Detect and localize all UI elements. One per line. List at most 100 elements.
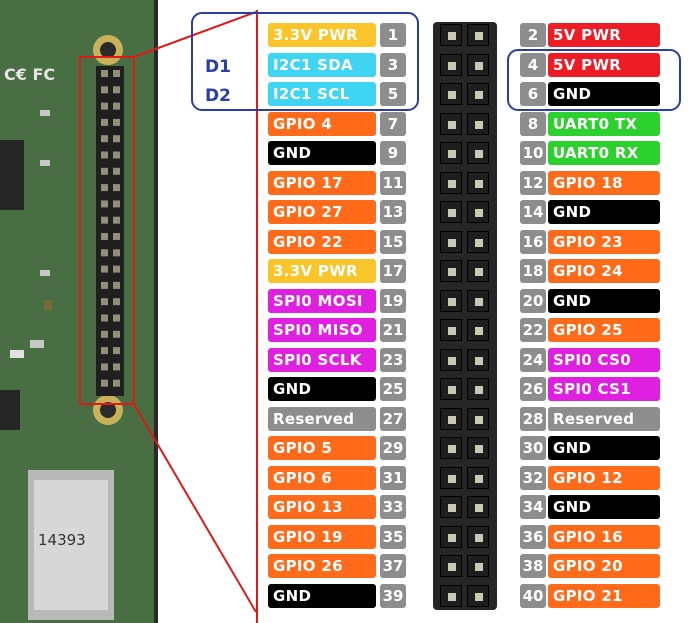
- header-pin-contact: [475, 239, 483, 247]
- header-pin-20: [467, 290, 489, 312]
- board-header-pin: [101, 200, 108, 208]
- pin-16-number: 16: [520, 230, 546, 254]
- pin-16-label: GPIO 23: [548, 230, 660, 254]
- pin-1-number: 1: [380, 23, 406, 47]
- pin-8-number: 8: [520, 112, 546, 136]
- header-pin-30: [467, 437, 489, 459]
- pin-12-number: 12: [520, 171, 546, 195]
- board-header-pin: [113, 363, 120, 371]
- header-pin-39: [440, 585, 462, 607]
- header-pin-contact: [475, 386, 483, 394]
- pin-14-number: 14: [520, 200, 546, 224]
- board-header-pin: [113, 184, 120, 192]
- pin-37-label: GPIO 26: [268, 554, 376, 578]
- header-pin-36: [467, 526, 489, 548]
- pin-35-number: 35: [380, 525, 406, 549]
- header-pin-17: [440, 260, 462, 282]
- header-pin-contact: [475, 534, 483, 542]
- header-pin-contact: [448, 445, 456, 453]
- header-pin-contact: [475, 327, 483, 335]
- board-header-pin: [101, 151, 108, 159]
- header-pin-contact: [475, 416, 483, 424]
- header-pin-contact: [475, 593, 483, 601]
- header-pin-27: [440, 408, 462, 430]
- pin-26-number: 26: [520, 377, 546, 401]
- pin-32-label: GPIO 12: [548, 466, 660, 490]
- board-header-pin: [101, 249, 108, 257]
- board-header-pin: [113, 379, 120, 387]
- gpio-header-strip: [433, 22, 497, 610]
- header-pin-8: [467, 113, 489, 135]
- header-pin-16: [467, 231, 489, 253]
- board-header-pin: [101, 347, 108, 355]
- pin-13-number: 13: [380, 200, 406, 224]
- board-illustration: C€ FC 14393: [0, 0, 154, 623]
- header-pin-contact: [448, 239, 456, 247]
- header-pin-28: [467, 408, 489, 430]
- board-header-pin: [101, 118, 108, 126]
- header-pin-contact: [448, 62, 456, 70]
- pin-17-label: 3.3V PWR: [268, 259, 376, 283]
- header-pin-34: [467, 496, 489, 518]
- pin-9-label: GND: [268, 141, 376, 165]
- pin-14-label: GND: [548, 200, 660, 224]
- pin-1-label: 3.3V PWR: [268, 23, 376, 47]
- header-pin-contact: [448, 121, 456, 129]
- pin-24-label: SPI0 CS0: [548, 348, 660, 372]
- pin-12-label: GPIO 18: [548, 171, 660, 195]
- pin-13-label: GPIO 27: [268, 200, 376, 224]
- pin-4-number: 4: [520, 53, 546, 77]
- header-pin-contact: [475, 475, 483, 483]
- header-pin-18: [467, 260, 489, 282]
- svg-text:C€ FC: C€ FC: [4, 65, 55, 84]
- pin-40-label: GPIO 21: [548, 584, 660, 608]
- header-pin-1: [440, 24, 462, 46]
- pin-21-label: SPI0 MISO: [268, 318, 376, 342]
- board-header-pin: [113, 265, 120, 273]
- pin-28-label: Reserved: [548, 407, 660, 431]
- pin-3-label: I2C1 SDA: [268, 53, 376, 77]
- pin-33-label: GPIO 13: [268, 495, 376, 519]
- header-pin-5: [440, 83, 462, 105]
- board-header-pin: [113, 249, 120, 257]
- pin-27-number: 27: [380, 407, 406, 431]
- board-header-pin: [113, 314, 120, 322]
- header-pin-24: [467, 349, 489, 371]
- pin-25-label: GND: [268, 377, 376, 401]
- header-pin-contact: [475, 445, 483, 453]
- board-header-pin: [113, 330, 120, 338]
- header-pin-contact: [448, 91, 456, 99]
- header-pin-contact: [475, 180, 483, 188]
- board-header-pin: [101, 184, 108, 192]
- header-pin-4: [467, 54, 489, 76]
- pin-36-label: GPIO 16: [548, 525, 660, 549]
- pin-34-label: GND: [548, 495, 660, 519]
- header-pin-contact: [475, 121, 483, 129]
- photo-divider: [154, 0, 158, 623]
- pin-36-number: 36: [520, 525, 546, 549]
- pin-30-number: 30: [520, 436, 546, 460]
- pin-30-label: GND: [548, 436, 660, 460]
- header-pin-contact: [448, 416, 456, 424]
- annotation-d2: D2: [205, 86, 231, 106]
- header-pin-15: [440, 231, 462, 253]
- pin-29-label: GPIO 5: [268, 436, 376, 460]
- header-pin-contact: [475, 357, 483, 365]
- header-pin-7: [440, 113, 462, 135]
- board-header-pin: [113, 70, 120, 77]
- header-pin-14: [467, 201, 489, 223]
- header-pin-contact: [475, 563, 483, 571]
- pin-21-number: 21: [380, 318, 406, 342]
- board-header-pin: [113, 86, 120, 94]
- pin-15-number: 15: [380, 230, 406, 254]
- header-pin-23: [440, 349, 462, 371]
- header-pin-22: [467, 319, 489, 341]
- pin-29-number: 29: [380, 436, 406, 460]
- board-header-pin: [101, 265, 108, 273]
- pin-10-number: 10: [520, 141, 546, 165]
- header-pin-9: [440, 142, 462, 164]
- pin-23-label: SPI0 SCLK: [268, 348, 376, 372]
- board-header-pin: [101, 298, 108, 306]
- header-pin-contact: [448, 327, 456, 335]
- header-pin-11: [440, 172, 462, 194]
